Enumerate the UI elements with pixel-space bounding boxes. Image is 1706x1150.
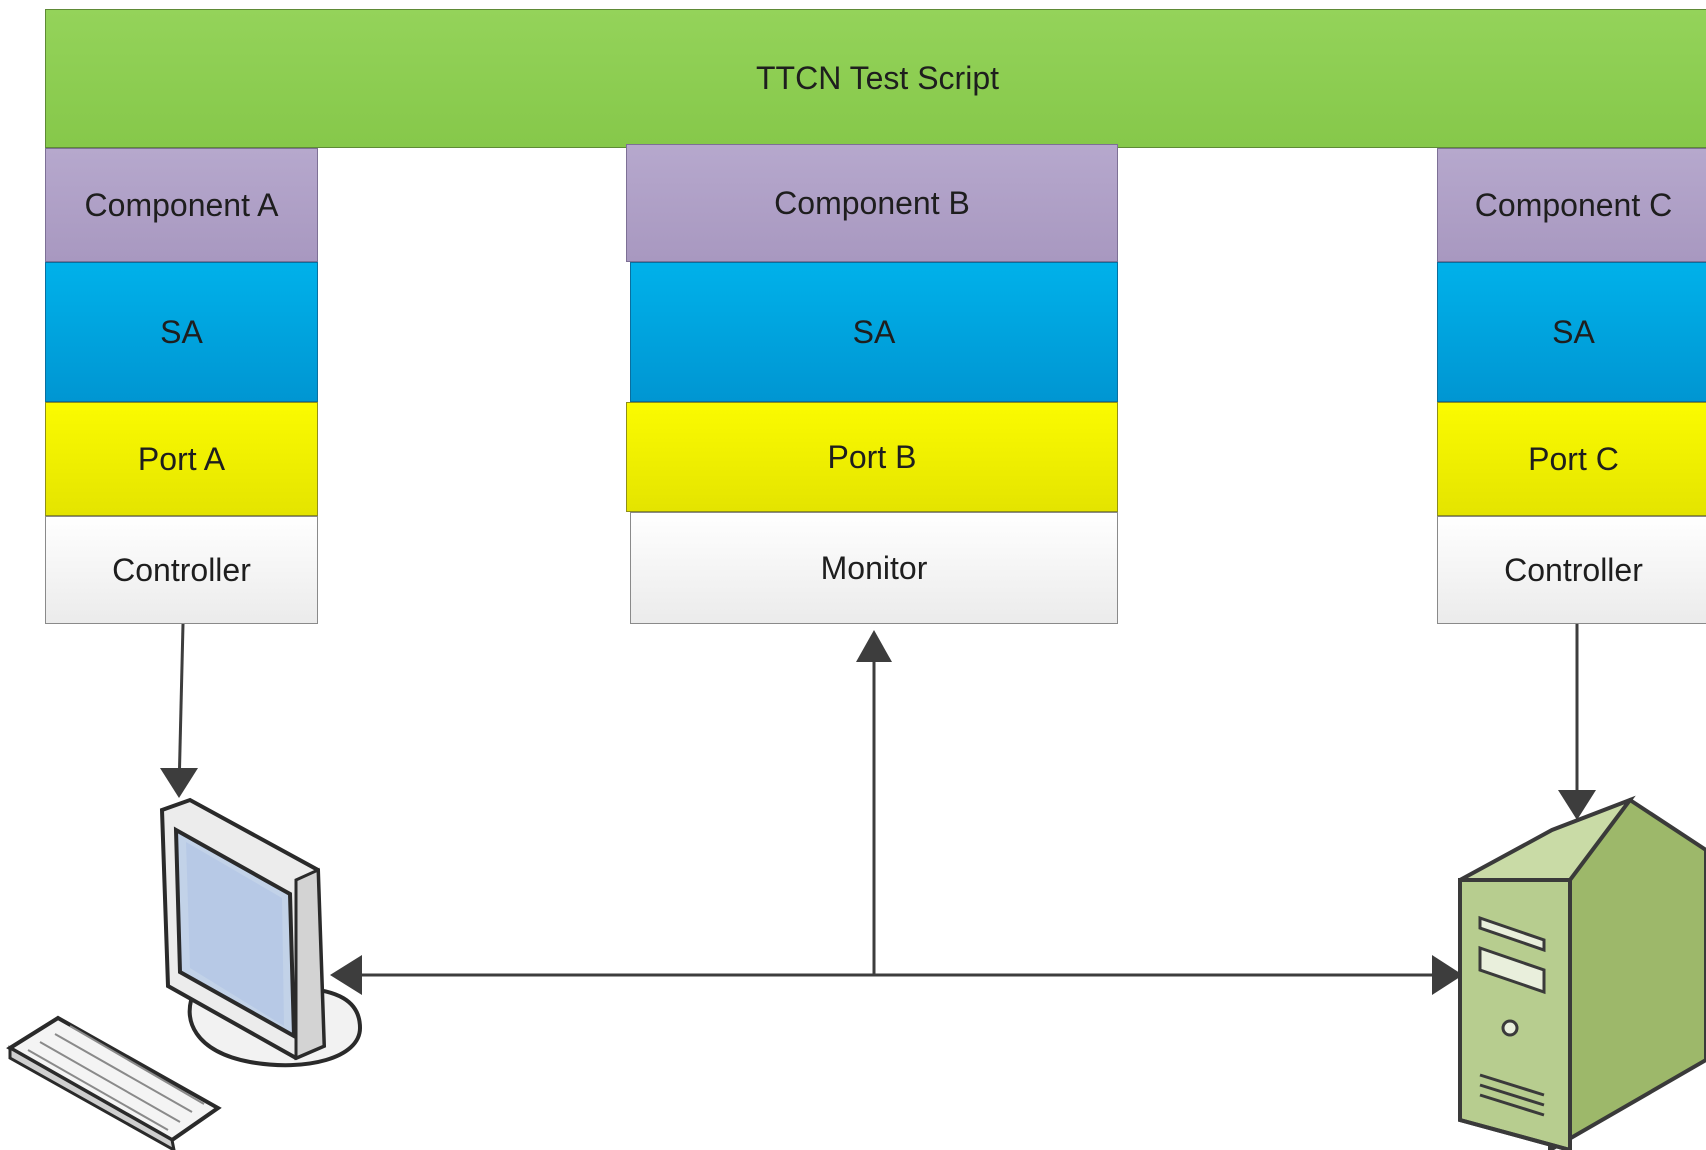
server-tower-icon: [1458, 795, 1706, 1150]
port-a-label: Port A: [137, 440, 226, 477]
port-c-box: Port C: [1437, 402, 1706, 516]
sa-a-label: SA: [160, 313, 203, 350]
monitor-b-box: Monitor: [630, 512, 1118, 624]
port-b-label: Port B: [827, 438, 917, 475]
sa-b-box: SA: [630, 262, 1118, 402]
arrowhead-monitor-bottom: [856, 630, 892, 662]
component-a-box: Component A: [45, 148, 318, 262]
controller-c-label: Controller: [1504, 551, 1643, 588]
arrowhead-bus-right: [1432, 955, 1463, 995]
ttcn-test-script-label: TTCN Test Script: [756, 60, 999, 96]
component-c-box: Component C: [1437, 148, 1706, 262]
component-c-label: Component C: [1474, 186, 1673, 223]
component-b-box: Component B: [626, 144, 1118, 262]
controller-c-box: Controller: [1437, 516, 1706, 624]
arrowhead-bus-left: [330, 955, 362, 995]
arrow-controller-a-to-workstation: [177, 623, 185, 791]
ttcn-test-script-bar: TTCN Test Script: [45, 9, 1706, 148]
sa-a-box: SA: [45, 262, 318, 402]
port-a-box: Port A: [45, 402, 318, 516]
controller-a-label: Controller: [112, 551, 251, 588]
controller-a-box: Controller: [45, 516, 318, 624]
component-b-label: Component B: [774, 184, 970, 221]
sa-b-label: SA: [852, 313, 896, 350]
sa-c-box: SA: [1437, 262, 1706, 402]
port-b-box: Port B: [626, 402, 1118, 512]
component-a-label: Component A: [84, 186, 279, 223]
arrowhead-server-top: [1558, 790, 1596, 820]
arrowhead-workstation-top: [160, 768, 198, 798]
sa-c-label: SA: [1552, 313, 1595, 350]
port-c-label: Port C: [1528, 440, 1619, 477]
workstation-icon: [6, 797, 363, 1150]
monitor-b-label: Monitor: [820, 549, 928, 586]
